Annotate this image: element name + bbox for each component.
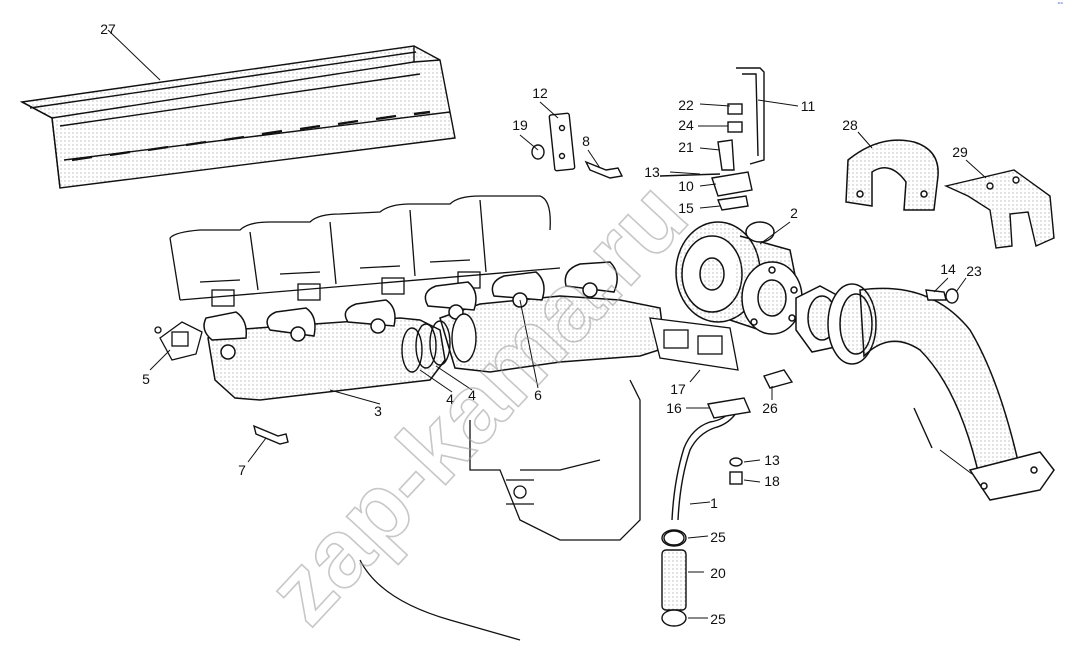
callout-4b: 4 bbox=[468, 387, 476, 403]
callout-18: 18 bbox=[764, 473, 780, 489]
callout-1: 1 bbox=[710, 495, 718, 511]
turbocharger-2 bbox=[675, 221, 803, 335]
callout-25-low: 25 bbox=[710, 611, 726, 627]
callout-27: 27 bbox=[100, 21, 116, 37]
sealing-rings-4 bbox=[401, 313, 477, 373]
callout-23: 23 bbox=[966, 263, 982, 279]
callout-20: 19 bbox=[512, 117, 528, 133]
callout-28: 28 bbox=[842, 117, 858, 133]
heat-shield-27 bbox=[19, 45, 456, 189]
callout-17: 17 bbox=[670, 381, 686, 397]
callout-3: 3 bbox=[374, 403, 382, 419]
callout-14: 14 bbox=[940, 261, 956, 277]
gasket-17 bbox=[649, 317, 739, 371]
callout-10: 10 bbox=[678, 178, 694, 194]
watermark-text: zap-kama.ru bbox=[247, 162, 707, 645]
clamp-28 bbox=[845, 139, 939, 211]
corner-mark: °° bbox=[1057, 2, 1063, 9]
exhaust-outlet-pipe bbox=[795, 283, 1055, 501]
oil-feed-line-11 bbox=[659, 67, 765, 211]
callout-24: 24 bbox=[678, 117, 694, 133]
callout-13-top: 13 bbox=[644, 164, 660, 180]
callout-8: 8 bbox=[582, 133, 590, 149]
leader-lines bbox=[107, 29, 987, 619]
callout-2: 2 bbox=[790, 205, 798, 221]
callout-7: 7 bbox=[238, 462, 246, 478]
callout-labels: 27 12 19 8 22 11 24 21 13 10 15 2 28 29 … bbox=[100, 21, 982, 627]
bracket-29 bbox=[943, 169, 1055, 249]
small-hardware bbox=[252, 112, 959, 546]
callout-21: 21 bbox=[678, 139, 694, 155]
callout-11: 11 bbox=[801, 98, 816, 114]
gasket-5 bbox=[154, 321, 203, 361]
callout-4a: 4 bbox=[446, 391, 454, 407]
callout-22: 22 bbox=[678, 97, 694, 113]
callout-15: 15 bbox=[678, 200, 694, 216]
callout-13-low: 13 bbox=[764, 452, 780, 468]
callout-12: 12 bbox=[532, 85, 548, 101]
callout-16: 16 bbox=[666, 400, 682, 416]
callout-19: 20 bbox=[710, 565, 726, 581]
oil-drain-line-1 bbox=[671, 397, 751, 521]
callout-5: 5 bbox=[142, 371, 150, 387]
exhaust-manifold-3-6 bbox=[203, 261, 666, 401]
callout-25-top: 25 bbox=[710, 529, 726, 545]
callout-26: 26 bbox=[762, 400, 778, 416]
callout-29: 29 bbox=[952, 144, 968, 160]
callout-6: 6 bbox=[534, 387, 542, 403]
